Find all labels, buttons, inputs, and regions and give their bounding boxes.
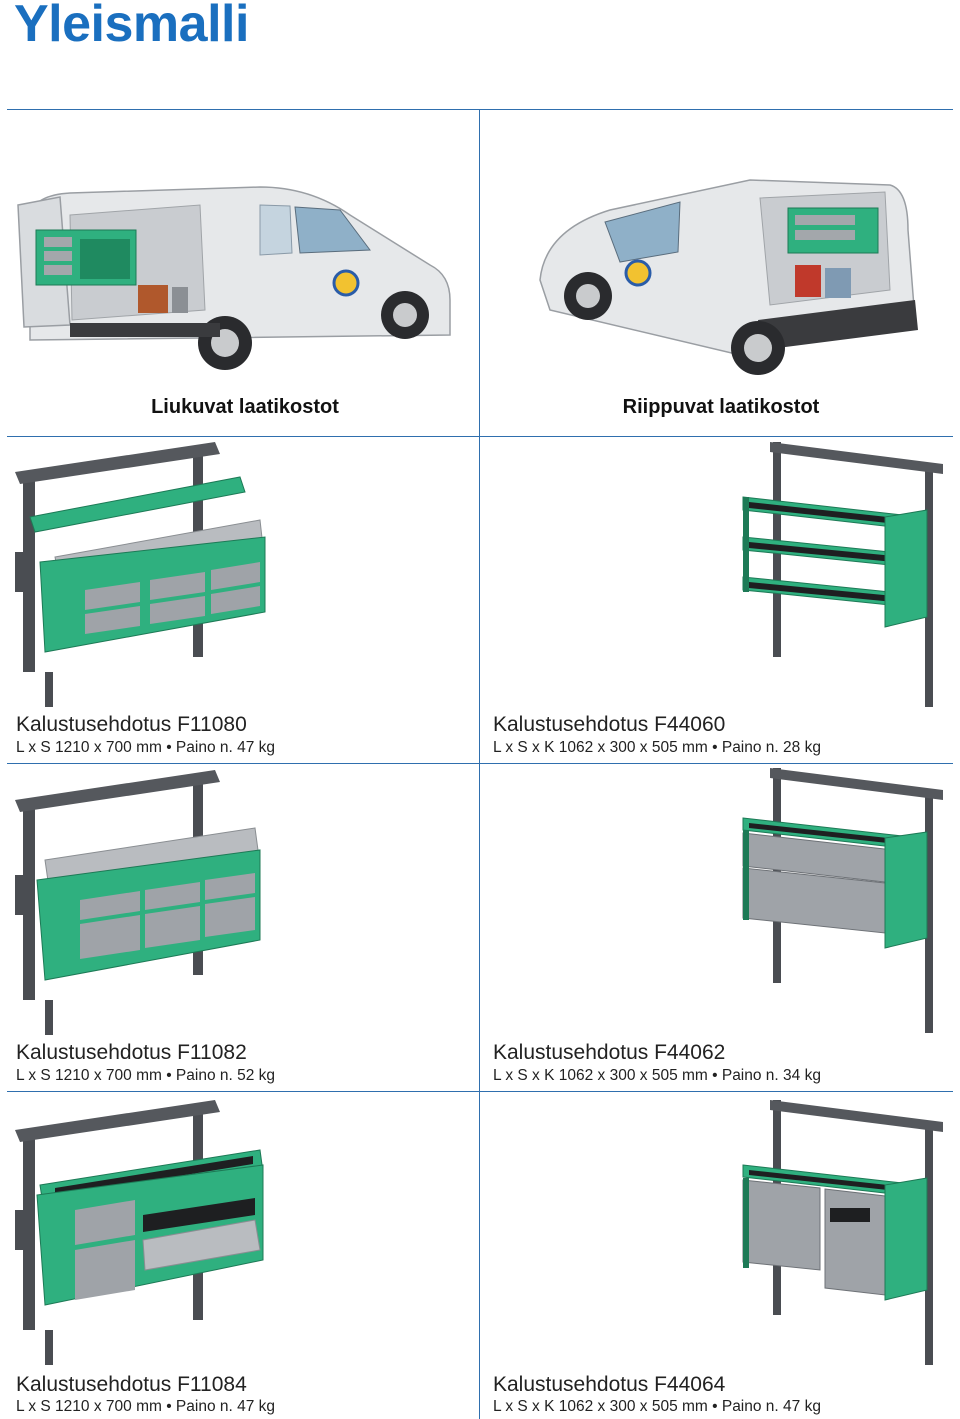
- divider: [7, 109, 953, 110]
- product-name: Kalustusehdotus F11084: [16, 1373, 247, 1396]
- van-sliding-drawers-image: [17, 186, 451, 370]
- product-spec: L x S x K 1062 x 300 x 505 mm • Paino n.…: [493, 1398, 821, 1415]
- product-name: Kalustusehdotus F44064: [493, 1373, 726, 1396]
- divider: [7, 436, 953, 437]
- column-divider: [479, 109, 480, 1419]
- furniture-f11080-image: [15, 442, 266, 707]
- divider: [7, 763, 953, 764]
- product-name: Kalustusehdotus F44060: [493, 713, 726, 736]
- furniture-f44060-image: [742, 442, 943, 707]
- product-spec: L x S 1210 x 700 mm • Paino n. 47 kg: [16, 1398, 276, 1415]
- product-spec: L x S 1210 x 700 mm • Paino n. 47 kg: [16, 739, 276, 756]
- furniture-f11084-image: [15, 1100, 264, 1365]
- section-label-sliding: Liukuvat laatikostot: [151, 396, 339, 418]
- product-name: Kalustusehdotus F11082: [16, 1041, 247, 1064]
- divider: [7, 1091, 953, 1092]
- product-spec: L x S 1210 x 700 mm • Paino n. 52 kg: [16, 1067, 276, 1084]
- furniture-f11082-image: [15, 770, 261, 1035]
- furniture-f44064-image: [742, 1100, 943, 1365]
- product-name: Kalustusehdotus F11080: [16, 713, 247, 736]
- product-name: Kalustusehdotus F44062: [493, 1041, 726, 1064]
- furniture-f44062-image: [742, 768, 943, 1033]
- section-label-hanging: Riippuvat laatikostot: [622, 396, 820, 418]
- page-title: Yleismalli: [14, 0, 249, 53]
- van-hanging-drawers-image: [539, 179, 918, 375]
- product-spec: L x S x K 1062 x 300 x 505 mm • Paino n.…: [493, 739, 821, 756]
- product-spec: L x S x K 1062 x 300 x 505 mm • Paino n.…: [493, 1067, 821, 1084]
